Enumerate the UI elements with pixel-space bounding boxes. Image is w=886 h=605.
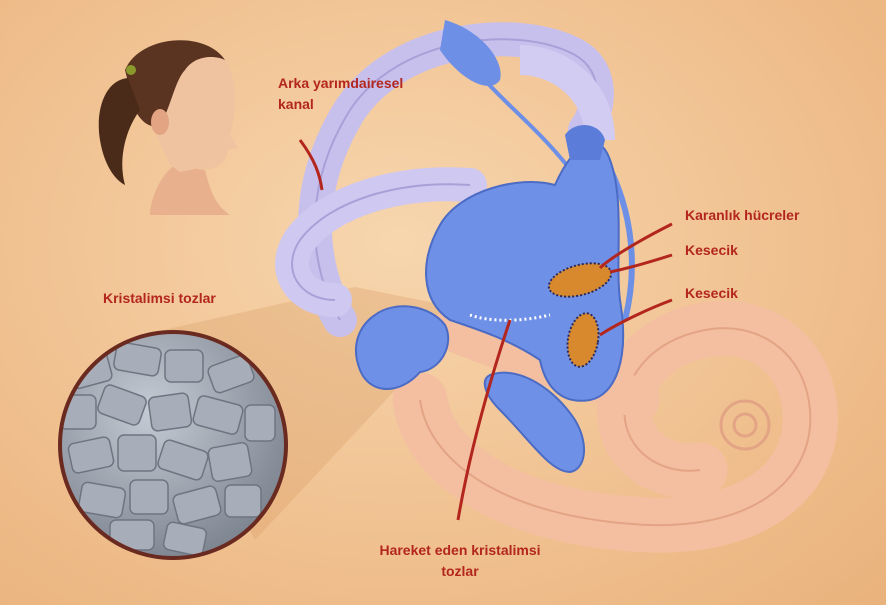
- label-posterior-canal-line1: Arka yarımdairesel: [278, 73, 403, 94]
- label-moving-crystals-line1: Hareket eden kristalimsi: [360, 540, 560, 561]
- label-saccule: Kesecik: [685, 283, 738, 304]
- label-dark-cells: Karanlık hücreler: [685, 205, 799, 226]
- girl-head-illustration: [99, 40, 238, 215]
- label-utricle: Kesecik: [685, 240, 738, 261]
- label-crystals: Kristalimsi tozlar: [103, 288, 216, 309]
- label-moving-crystals: Hareket eden kristalimsi tozlar: [360, 540, 560, 582]
- label-posterior-canal: Arka yarımdairesel kanal: [278, 73, 403, 115]
- label-moving-crystals-line2: tozlar: [360, 561, 560, 582]
- label-posterior-canal-line2: kanal: [278, 94, 403, 115]
- crystal-magnification-circle: [60, 332, 286, 558]
